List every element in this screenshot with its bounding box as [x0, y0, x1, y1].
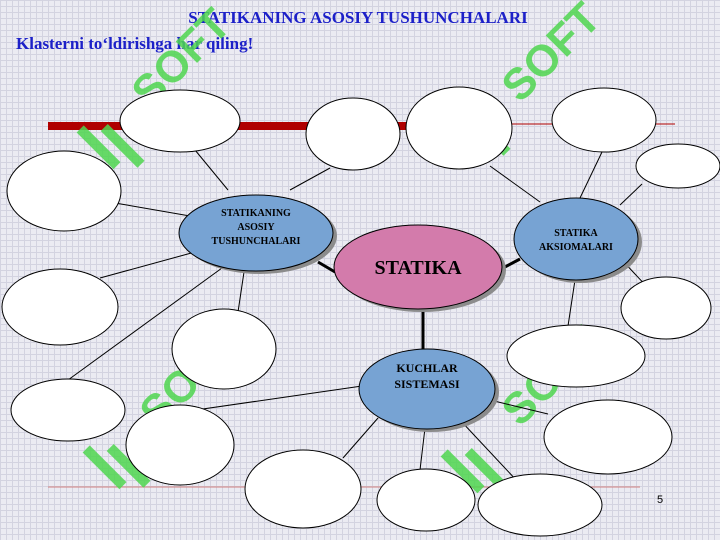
slide-title: STATIKANING ASOSIY TUSHUNCHALARI	[188, 8, 528, 27]
empty-bubble[interactable]	[119, 89, 241, 153]
empty-bubble[interactable]	[405, 86, 513, 170]
node-asosiy-label-3: TUSHUNCHALARI	[212, 236, 301, 247]
empty-bubble[interactable]	[620, 276, 712, 340]
node-kuchlar-label-1: KUCHLAR	[396, 361, 458, 375]
empty-bubble[interactable]	[171, 308, 277, 390]
node-asosiy-label-1: STATIKANING	[221, 208, 291, 219]
bubble-connectors	[67, 149, 651, 483]
empty-bubble[interactable]	[10, 378, 126, 442]
node-center-label: STATIKA	[374, 257, 462, 279]
node-center: STATIKA	[333, 224, 506, 312]
node-aksioma-label-1: STATIKA	[554, 228, 598, 239]
node-asosiy-shape	[178, 194, 334, 272]
slide-subtitle: Klasterni toʻldirishga har qiling!	[16, 34, 254, 53]
empty-bubble[interactable]	[551, 87, 657, 153]
empty-bubble[interactable]	[305, 97, 401, 171]
empty-bubble[interactable]	[376, 468, 476, 532]
page-number: 5	[656, 494, 664, 506]
empty-bubble[interactable]	[635, 143, 720, 189]
empty-bubble[interactable]	[506, 324, 646, 388]
node-aksioma-shape	[513, 197, 639, 281]
node-aksioma: STATIKA AKSIOMALARI	[513, 197, 642, 283]
node-kuchlar-shape	[358, 348, 496, 430]
empty-bubble[interactable]	[6, 150, 122, 232]
empty-bubble[interactable]	[543, 399, 673, 475]
node-asosiy-label-2: ASOSIY	[237, 222, 275, 233]
node-kuchlar-label-2: SISTEMASI	[394, 377, 460, 391]
empty-bubbles	[1, 86, 720, 537]
empty-bubble[interactable]	[125, 404, 235, 486]
node-kuchlar: KUCHLAR SISTEMASI	[358, 348, 499, 432]
empty-bubble[interactable]	[477, 473, 603, 537]
empty-bubble[interactable]	[1, 268, 119, 346]
center-connectors	[317, 257, 521, 350]
node-center-shape	[333, 224, 503, 310]
empty-bubble[interactable]	[244, 449, 362, 529]
node-asosiy: STATIKANING ASOSIY TUSHUNCHALARI	[178, 194, 337, 274]
node-aksioma-label-2: AKSIOMALARI	[539, 242, 613, 253]
